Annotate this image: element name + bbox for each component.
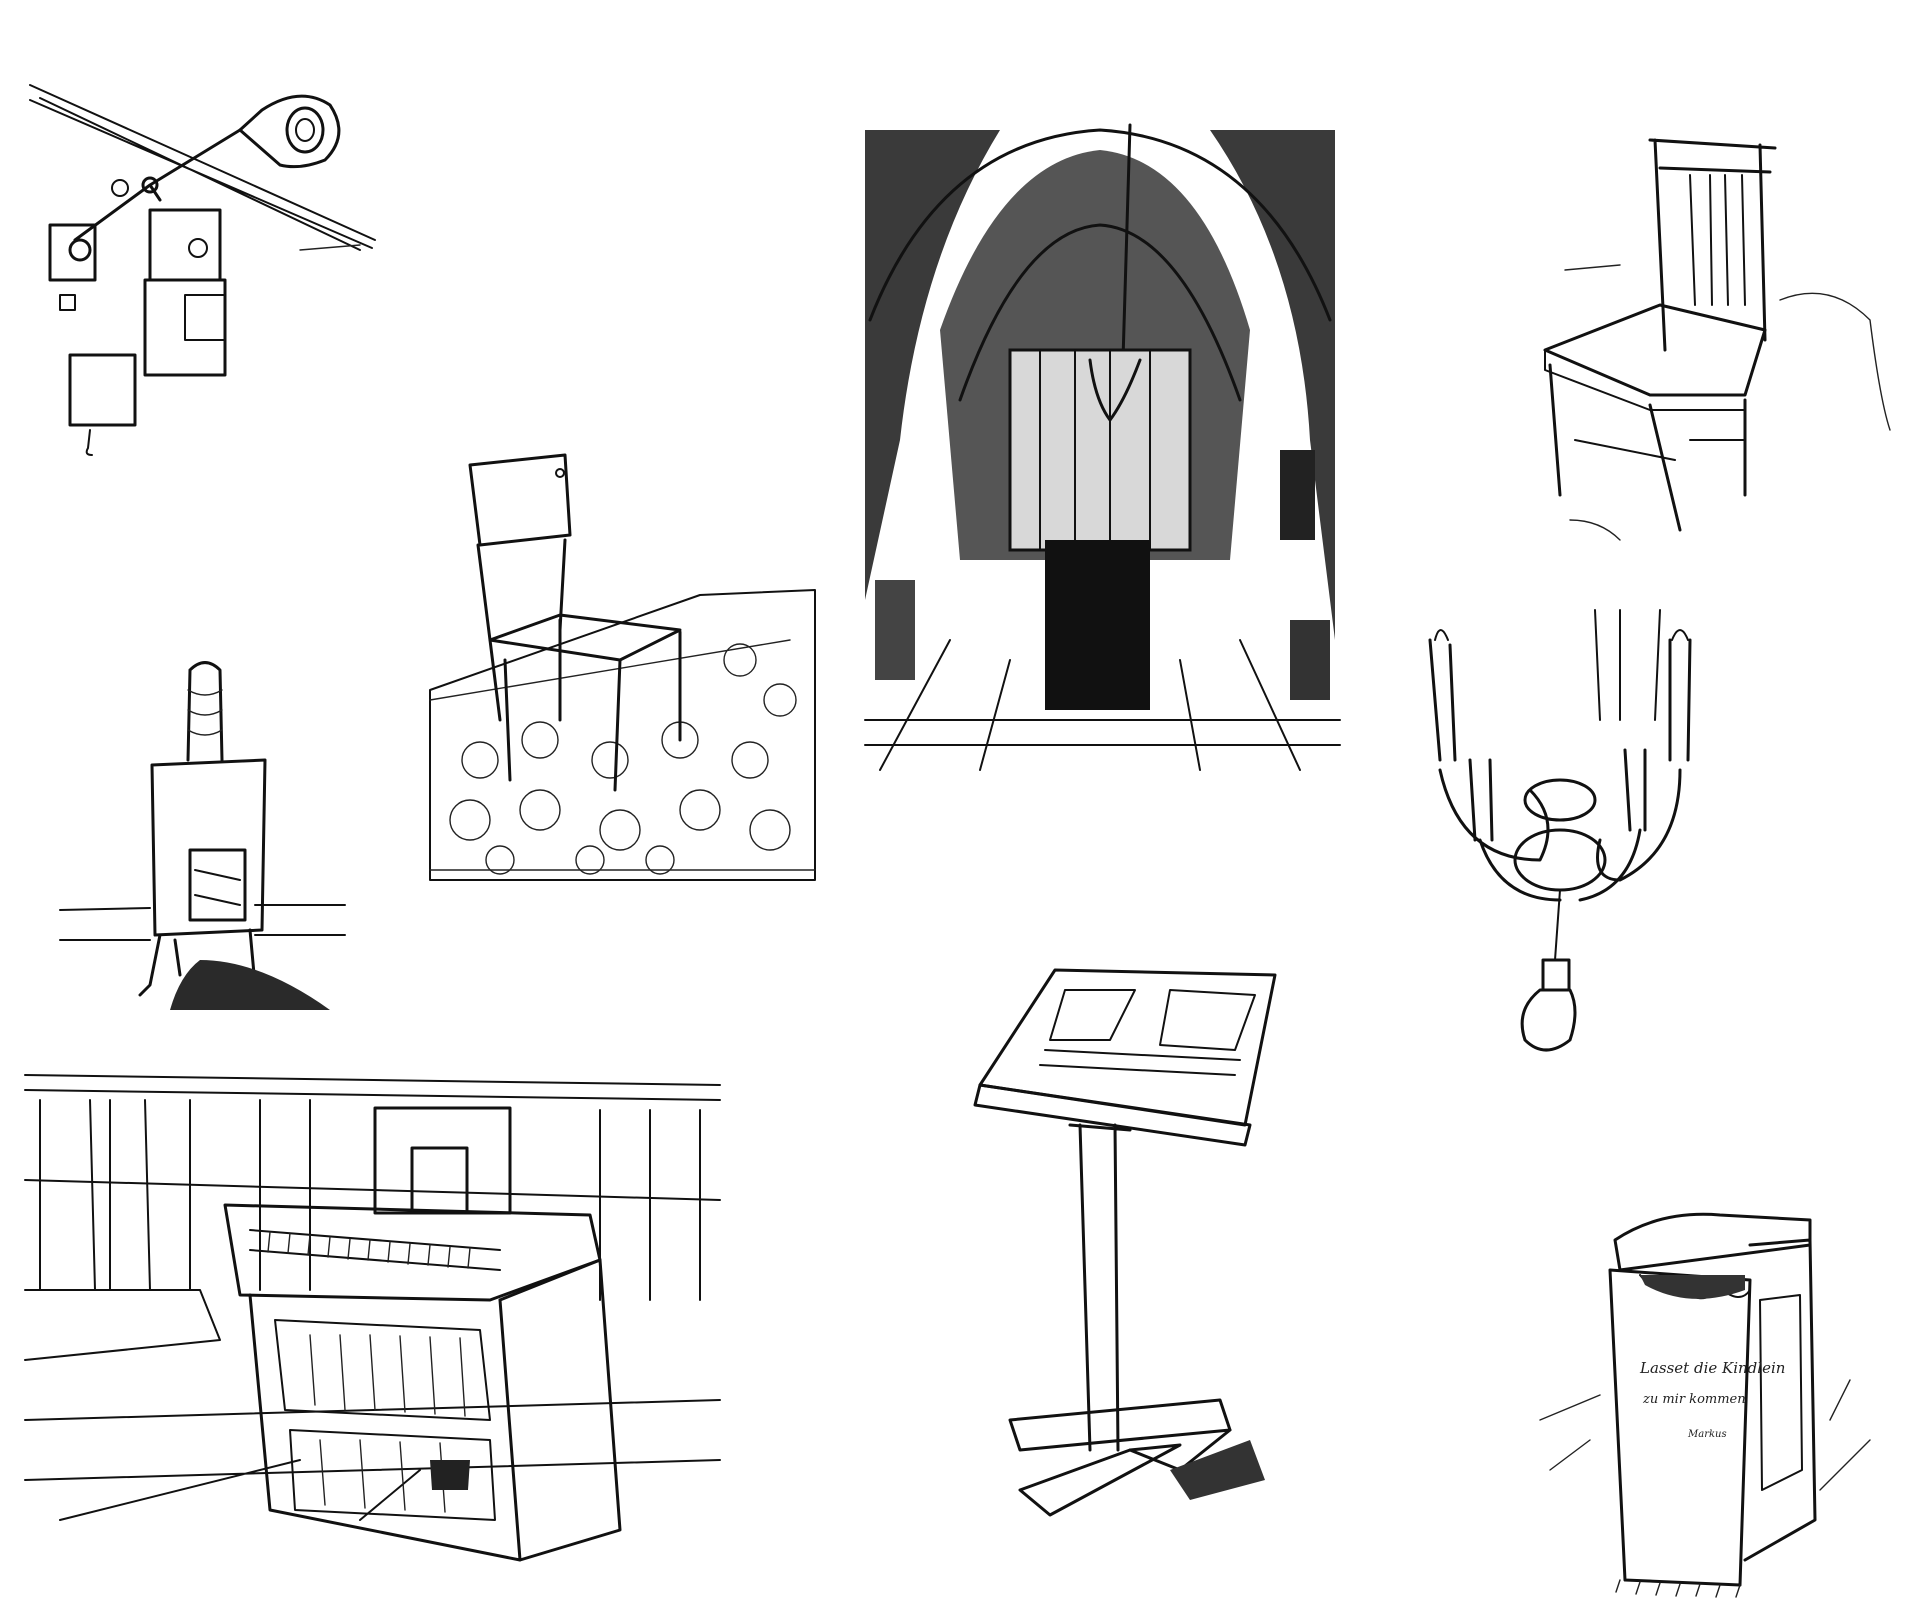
wooden-chair-sketch <box>1543 138 1891 541</box>
tiled-stove-sketch <box>59 661 346 1010</box>
music-lectern-sketch <box>973 968 1277 1517</box>
altar-cloth-text-line1: Lasset die Kindlein <box>1639 1359 1785 1377</box>
chandelier-sketch <box>1428 609 1692 1052</box>
altar-cloth-text-line3: Markus <box>1687 1429 1727 1440</box>
altar-cloth-sketch: Lasset die Kindlein zu mir kommen Markus <box>1539 1212 1871 1598</box>
harmonium-sketch <box>24 1074 721 1562</box>
church-altar-sketch <box>860 120 1341 771</box>
school-chair-sketch <box>429 453 816 881</box>
altar-cloth-text-line2: zu mir kommen <box>1642 1392 1746 1407</box>
wall-lamp-sketch <box>29 84 376 456</box>
